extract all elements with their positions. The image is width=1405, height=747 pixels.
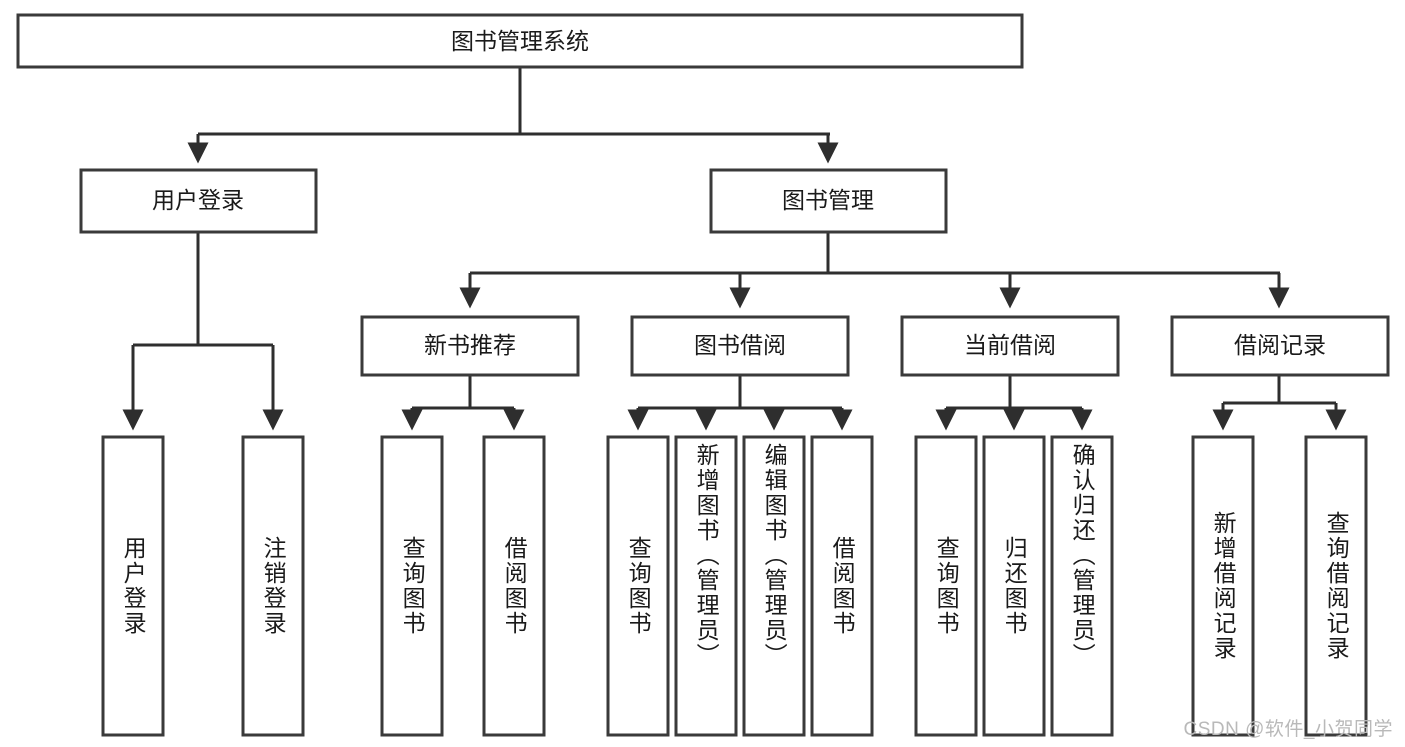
node-book-management[interactable]: 图书管理 [709,168,948,234]
node-root-label: 图书管理系统 [451,28,589,54]
leaf-box-edit-book[interactable] [742,435,806,737]
node-borrow-record-label: 借阅记录 [1234,332,1326,358]
node-current-borrow-label: 当前借阅 [964,332,1056,358]
leaf-box-query-book-3[interactable] [914,435,978,737]
leaf-box-query-book-1[interactable] [380,435,444,737]
connector-borrowrecord-to-leaves [1212,375,1347,431]
leaf-box-borrow-book-1[interactable] [482,435,546,737]
connector-newbook-to-leaves [401,375,525,431]
node-new-book-recommend[interactable]: 新书推荐 [360,315,580,377]
leaf-box-query-book-2[interactable] [606,435,670,737]
leaf-box-borrow-book-2[interactable] [810,435,874,737]
leaf-box-confirm-return[interactable] [1050,435,1114,737]
node-new-book-recommend-label: 新书推荐 [424,332,516,358]
node-user-login[interactable]: 用户登录 [79,168,318,234]
node-book-borrow[interactable]: 图书借阅 [630,315,850,377]
leaf-box-add-book[interactable] [674,435,738,737]
node-book-management-label: 图书管理 [782,187,874,213]
connector-bookborrow-to-leaves [627,375,853,431]
node-book-borrow-label: 图书借阅 [694,332,786,358]
node-borrow-record[interactable]: 借阅记录 [1170,315,1390,377]
leaf-box-user-login[interactable] [101,435,165,737]
leaf-box-query-record[interactable] [1304,435,1368,737]
leaf-box-return-book[interactable] [982,435,1046,737]
node-user-login-label: 用户登录 [152,187,244,213]
leaf-box-add-record[interactable] [1191,435,1255,737]
leaf-box-logout-login[interactable] [241,435,305,737]
connector-root-to-level2 [187,67,839,164]
csdn-watermark: CSDN @软件_小贺同学 [1183,719,1393,740]
connector-bookmgmt-to-level3 [459,232,1290,309]
node-current-borrow[interactable]: 当前借阅 [900,315,1120,377]
leaf-boxes [101,435,1368,737]
connector-currentborrow-to-leaves [935,375,1093,431]
connector-userlogin-to-leaves [122,232,284,431]
node-root[interactable]: 图书管理系统 [16,13,1024,69]
